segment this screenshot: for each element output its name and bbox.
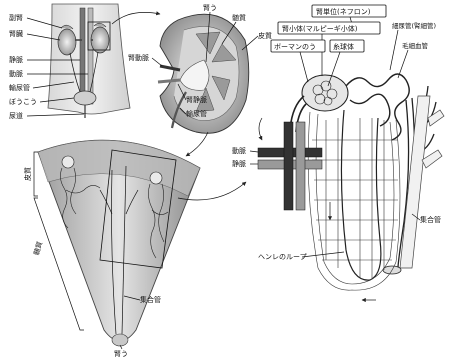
label-ureter-section: 輸尿管 xyxy=(186,109,207,118)
left-kidney-shape xyxy=(58,29,76,55)
label-tubule: 細尿管(腎細管) xyxy=(392,21,436,30)
label-kidney: 腎臓 xyxy=(9,29,23,38)
renal-pyramid xyxy=(38,140,200,346)
far-right-duct xyxy=(400,96,444,268)
label-medulla-top: 髄質 xyxy=(232,13,246,22)
nephron-detail xyxy=(258,74,444,300)
label-renal-artery: 腎動脈 xyxy=(128,53,149,62)
label-henle: ヘンレのループ xyxy=(258,253,307,261)
label-collecting-duct-pyramid: 集合管 xyxy=(140,295,161,304)
right-kidney-shape xyxy=(91,27,109,53)
label-pelvis-bottom: 腎う xyxy=(114,349,128,358)
label-nephron: 腎単位(ネフロン) xyxy=(316,7,371,16)
label-medulla-pyramid: 髄質 xyxy=(31,240,44,256)
label-collecting-duct-nephron: 集合管 xyxy=(420,215,441,224)
capillary-network xyxy=(308,112,400,290)
arrow-kidney-to-pyramid xyxy=(186,132,208,156)
loop-of-henle xyxy=(341,110,380,280)
main-vessels xyxy=(258,122,322,210)
label-glomerulus: 糸球体 xyxy=(333,42,354,51)
label-renal-corpuscle: 腎小体(マルピーギ小体) xyxy=(282,24,358,33)
label-cortex-top: 皮質 xyxy=(258,31,272,40)
label-adrenal: 副腎 xyxy=(9,13,23,22)
label-cortex-pyramid: 皮質 xyxy=(23,167,32,181)
label-bladder: ぼうこう xyxy=(9,98,37,106)
bowman-capsule-shape xyxy=(302,75,348,111)
label-capillary: 毛細血管 xyxy=(402,41,429,50)
label-renal-vein: 腎静脈 xyxy=(186,95,207,104)
bladder-shape xyxy=(74,91,96,105)
label-vein: 静脈 xyxy=(9,55,23,64)
label-artery: 動脈 xyxy=(9,69,23,78)
label-artery-nephron: 動脈 xyxy=(232,146,246,155)
label-ureter-body: 輸尿管 xyxy=(9,83,30,92)
label-vein-nephron: 静脈 xyxy=(232,159,246,168)
torso-illustration xyxy=(48,4,130,118)
label-pelvis-top: 腎う xyxy=(203,3,217,12)
label-bowman: ボーマンのう xyxy=(274,43,316,51)
label-urethra: 尿道 xyxy=(9,111,23,120)
